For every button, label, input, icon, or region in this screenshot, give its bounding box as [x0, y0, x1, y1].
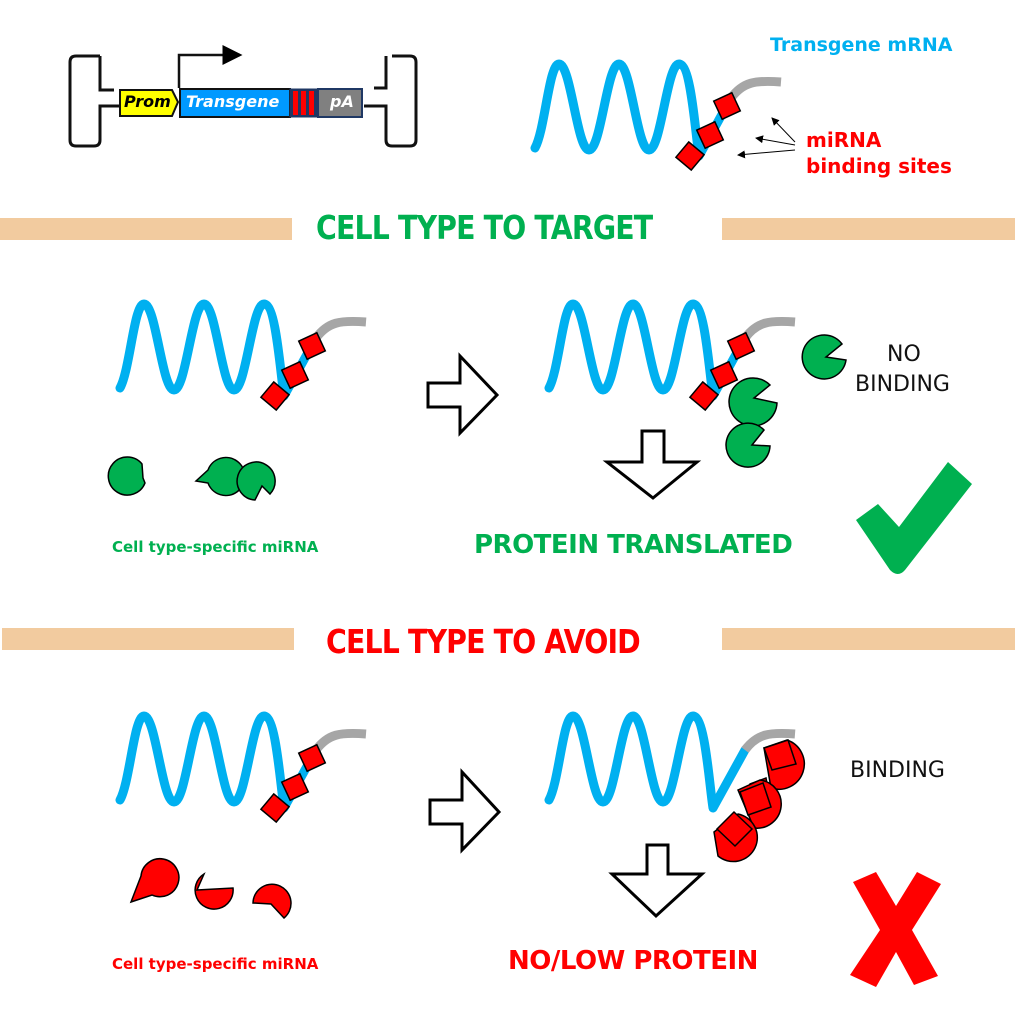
avoid-heading: CELL TYPE TO AVOID: [326, 622, 641, 661]
avoid-outcome: NO/LOW PROTEIN: [508, 946, 758, 976]
binding-label: BINDING: [850, 758, 945, 783]
separator-right-avoid: [722, 628, 1015, 650]
no-binding-line1: NO: [887, 342, 921, 367]
target-mirna-label: Cell type-specific miRNA: [112, 538, 319, 556]
mrna-legend-label: Transgene mRNA: [770, 34, 953, 56]
avoid-mirna-free: [129, 857, 292, 920]
cross-icon: [850, 872, 941, 987]
target-mirna-unbound: [725, 334, 847, 468]
promoter-block: [119, 89, 180, 117]
target-outcome: PROTEIN TRANSLATED: [474, 530, 793, 560]
no-binding-line2: BINDING: [855, 372, 950, 397]
target-mrna-before: [120, 304, 366, 411]
avoid-mrna-before: [120, 716, 366, 823]
construct-diagram: [68, 45, 418, 148]
green-mirna-3: [236, 461, 276, 501]
check-icon: [856, 462, 972, 574]
right-arrow-icon-2: [428, 768, 502, 854]
down-arrow-icon: [602, 429, 702, 500]
red-mirna-1: [129, 857, 180, 904]
separator-left-target: [0, 218, 292, 240]
sites-label-line1: miRNA: [806, 128, 882, 152]
down-arrow-icon-2: [608, 843, 706, 919]
transcription-start-arrow: [177, 45, 243, 88]
promoter-label: Prom: [124, 92, 171, 111]
sites-label-line2: binding sites: [806, 154, 952, 178]
target-mirna-free: [107, 456, 276, 501]
avoid-mirna-bound: [713, 739, 805, 863]
separator-right-target: [722, 218, 1015, 240]
red-mirna-3: [252, 883, 292, 920]
polya-label: pA: [330, 92, 354, 111]
polya-block: [317, 88, 363, 118]
separator-left-avoid: [2, 628, 294, 650]
red-mirna-2: [194, 872, 234, 910]
site-pointer-arrows: [737, 117, 796, 159]
avoid-mirna-label: Cell type-specific miRNA: [112, 955, 319, 973]
target-heading: CELL TYPE TO TARGET: [316, 208, 653, 247]
green-mirna-1: [107, 456, 146, 496]
right-arrow-icon: [426, 352, 500, 437]
transgene-label: Transgene: [186, 92, 280, 111]
